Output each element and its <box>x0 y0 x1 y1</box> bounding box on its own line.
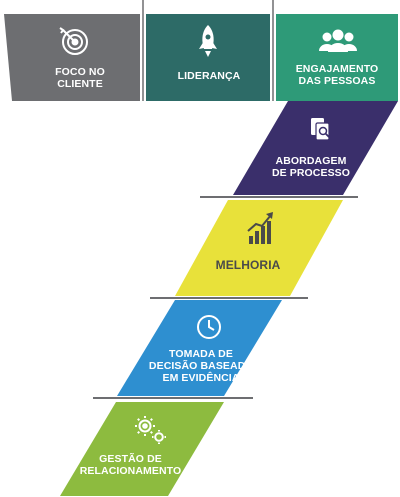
process-document-icon <box>311 118 330 141</box>
gestao-label: GESTÃO DE RELACIONAMENTO <box>79 453 182 477</box>
tomada-block <box>117 300 282 396</box>
engajamento-label: ENGAJAMENTO DAS PESSOAS <box>295 63 379 87</box>
foco-no-cliente-block <box>4 14 140 101</box>
rocket-icon <box>199 25 217 57</box>
bar-chart-growth-icon <box>247 212 273 244</box>
people-icon <box>319 29 357 52</box>
gestao-block <box>60 402 224 496</box>
engajamento-block <box>276 14 398 101</box>
melhoria-block <box>175 200 343 296</box>
gears-icon <box>135 416 166 444</box>
target-icon <box>59 27 88 55</box>
abordagem-block <box>233 101 398 195</box>
foco-no-cliente-label: FOCO NO CLIENTE <box>55 66 105 90</box>
lideranca-label: LIDERANÇA <box>177 70 241 82</box>
clock-icon <box>197 315 221 339</box>
abordagem-label: ABORDAGEM DE PROCESSO <box>271 155 351 179</box>
tomada-label: TOMADA DE DECISÃO BASEADA EM EVIDÊNCIA <box>148 348 254 384</box>
lideranca-block <box>146 14 270 101</box>
melhoria-label: MELHORIA <box>215 258 281 272</box>
